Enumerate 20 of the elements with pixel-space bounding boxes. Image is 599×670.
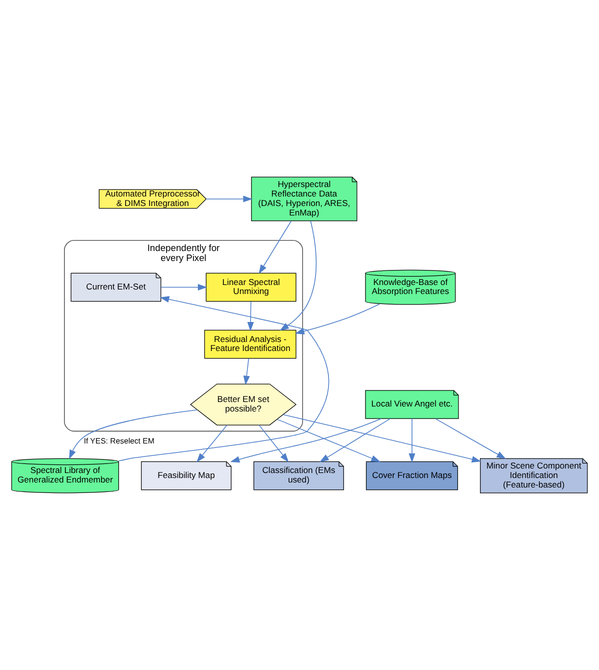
arrow [196, 424, 228, 462]
arrow [230, 418, 382, 463]
arrow [282, 414, 482, 462]
arrow [258, 424, 289, 462]
arrow [435, 418, 506, 460]
arrow [280, 220, 317, 331]
arrow [160, 284, 208, 291]
arrow [408, 418, 416, 463]
arrow [294, 304, 380, 334]
node-box: Linear Spectral Unmixing [206, 272, 296, 302]
arrow [258, 220, 292, 274]
arrow [276, 418, 381, 462]
arrow [206, 196, 253, 202]
edge-label: If YES: Reselect EM [84, 436, 154, 446]
arrow [69, 410, 198, 460]
arrow [319, 418, 391, 462]
arrow [247, 301, 254, 332]
arrow [118, 296, 330, 462]
arrow [243, 358, 250, 386]
node-box: Residual Analysis - Feature Identification [204, 330, 296, 359]
